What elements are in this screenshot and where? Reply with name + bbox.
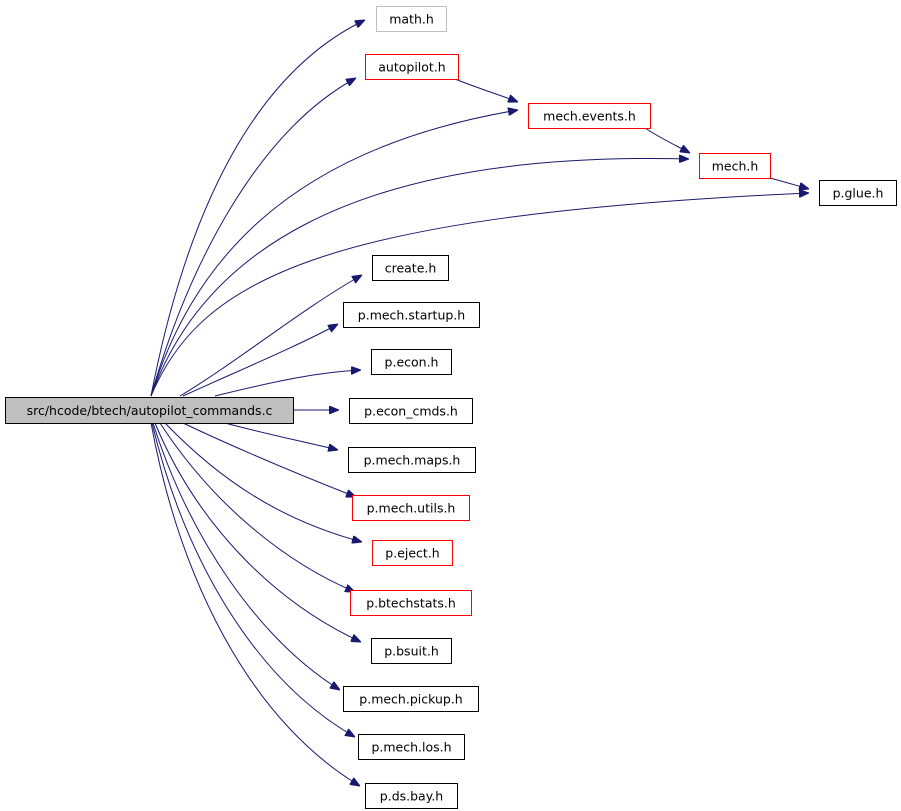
node-label: p.mech.utils.h — [367, 501, 456, 516]
node-math[interactable]: math.h — [376, 6, 447, 32]
node-box — [371, 638, 452, 664]
node-pbsuit[interactable]: p.bsuit.h — [371, 638, 452, 664]
node-label: p.econ.h — [385, 355, 439, 370]
edge-src-to-mech — [150, 158, 689, 397]
node-pmechutils[interactable]: p.mech.utils.h — [352, 495, 470, 521]
node-box — [528, 103, 651, 129]
node-box — [349, 398, 473, 424]
node-box — [365, 783, 458, 809]
node-label: autopilot.h — [378, 60, 445, 75]
node-label: p.eject.h — [385, 546, 439, 561]
node-src[interactable]: src/hcode/btech/autopilot_commands.c — [5, 397, 294, 424]
edge-src-to-pbsuit — [154, 422, 361, 642]
node-label: src/hcode/btech/autopilot_commands.c — [27, 403, 273, 418]
node-label: p.mech.pickup.h — [359, 692, 462, 707]
edge-src-to-peject — [164, 422, 362, 542]
node-peject[interactable]: p.eject.h — [372, 540, 453, 566]
node-box — [372, 540, 453, 566]
node-pmechpickup[interactable]: p.mech.pickup.h — [343, 686, 479, 712]
node-label: math.h — [389, 12, 434, 27]
node-pbtechstats[interactable]: p.btechstats.h — [350, 590, 472, 616]
node-box — [371, 349, 452, 375]
node-box — [358, 734, 465, 760]
node-box — [699, 153, 771, 179]
node-pmechmaps[interactable]: p.mech.maps.h — [348, 447, 476, 473]
edge-src-to-pecon — [214, 370, 361, 397]
edge-autopilot-to-mechevents — [454, 78, 518, 102]
node-pglue[interactable]: p.glue.h — [819, 180, 897, 206]
edge-src-to-pmechutils — [182, 422, 356, 497]
node-autopilot[interactable]: autopilot.h — [365, 54, 459, 80]
node-label: p.ds.bay.h — [380, 789, 443, 804]
edge-src-to-pglue — [150, 193, 809, 397]
edge-src-to-pmechpickup — [152, 422, 340, 690]
node-label: p.econ_cmds.h — [364, 404, 458, 419]
node-label: mech.h — [712, 159, 759, 174]
node-box — [5, 397, 294, 424]
node-label: mech.events.h — [543, 109, 636, 124]
node-pmechstartup[interactable]: p.mech.startup.h — [343, 302, 480, 328]
edges-layer — [150, 20, 809, 786]
node-label: p.mech.maps.h — [364, 453, 461, 468]
edge-src-to-autopilot — [150, 78, 356, 397]
node-pdsbay[interactable]: p.ds.bay.h — [365, 783, 458, 809]
node-label: p.btechstats.h — [366, 596, 456, 611]
node-label: p.mech.los.h — [371, 740, 451, 755]
node-mechevents[interactable]: mech.events.h — [528, 103, 651, 129]
edge-src-to-pdsbay — [150, 422, 360, 786]
node-box — [352, 495, 470, 521]
edge-src-to-pmechstartup — [182, 324, 338, 397]
node-label: p.glue.h — [833, 186, 884, 201]
node-box — [372, 255, 449, 281]
node-label: p.mech.startup.h — [358, 308, 465, 323]
node-peconcmds[interactable]: p.econ_cmds.h — [349, 398, 473, 424]
edge-src-to-pbtechstats — [159, 422, 355, 592]
node-box — [365, 54, 459, 80]
node-box — [350, 590, 472, 616]
node-box — [343, 686, 479, 712]
edge-src-to-pmechlos — [151, 422, 355, 737]
edge-src-to-pmechmaps — [224, 422, 338, 450]
node-create[interactable]: create.h — [372, 255, 449, 281]
node-pmechlos[interactable]: p.mech.los.h — [358, 734, 465, 760]
edge-mechevents-to-mech — [644, 127, 690, 153]
edge-src-to-mechevents — [150, 110, 518, 397]
node-box — [376, 6, 447, 32]
node-pecon[interactable]: p.econ.h — [371, 349, 452, 375]
nodes-layer: src/hcode/btech/autopilot_commands.c math… — [5, 6, 897, 809]
node-box — [819, 180, 897, 206]
edge-src-to-math — [150, 20, 365, 397]
node-mech[interactable]: mech.h — [699, 153, 771, 179]
node-box — [343, 302, 480, 328]
node-box — [348, 447, 476, 473]
node-label: p.bsuit.h — [384, 644, 439, 659]
edge-mech-to-pglue — [769, 177, 809, 189]
edge-src-to-create — [179, 275, 362, 397]
node-label: create.h — [385, 261, 437, 276]
